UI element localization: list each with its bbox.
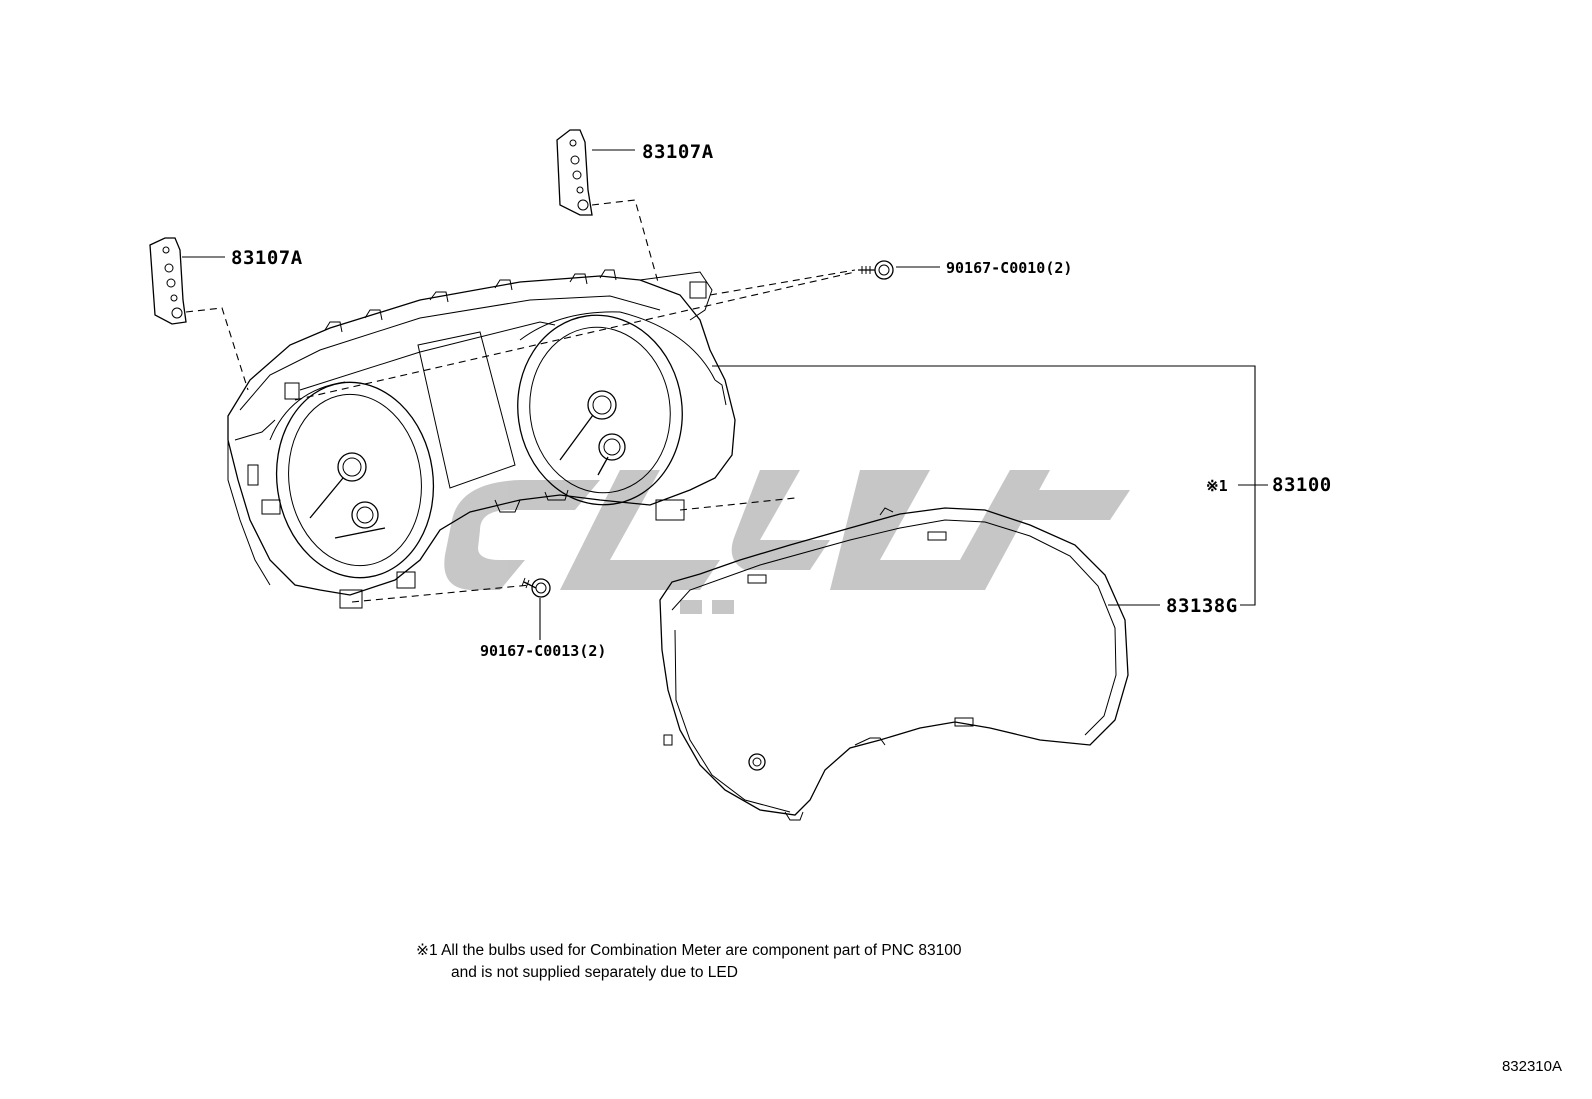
label-screw-upper: 90167-C0010(2) [946,259,1072,277]
figure-number: 832310A [1501,1058,1562,1075]
footnote-line-1: ※1 All the bulbs used for Combination Me… [416,940,961,962]
footnote-mark: ※1 [416,942,438,959]
footnote-text-1: All the bulbs used for Combination Meter… [441,942,962,959]
watermark-logo [444,470,1130,614]
label-bracket-left: 83107A [231,247,303,269]
label-assembly-mark: ※1 [1206,477,1228,495]
combination-meter [227,269,736,609]
label-screw-lower: 90167-C0013(2) [480,642,606,660]
assembly-lines [185,199,856,603]
footnote-text-2: and is not supplied separately due to LE… [451,964,738,981]
bracket-upper [556,129,593,216]
bracket-left [149,237,187,325]
label-bracket-upper: 83107A [642,141,714,163]
label-assembly: 83100 [1272,474,1332,496]
screw-upper [858,260,894,280]
footnote-line-2: and is not supplied separately due to LE… [416,962,961,984]
meter-glass-cover [659,507,1129,821]
leader-lines [182,149,1268,640]
label-glass: 83138G [1166,595,1238,617]
footnote: ※1 All the bulbs used for Combination Me… [416,940,961,984]
screw-lower [521,577,551,598]
